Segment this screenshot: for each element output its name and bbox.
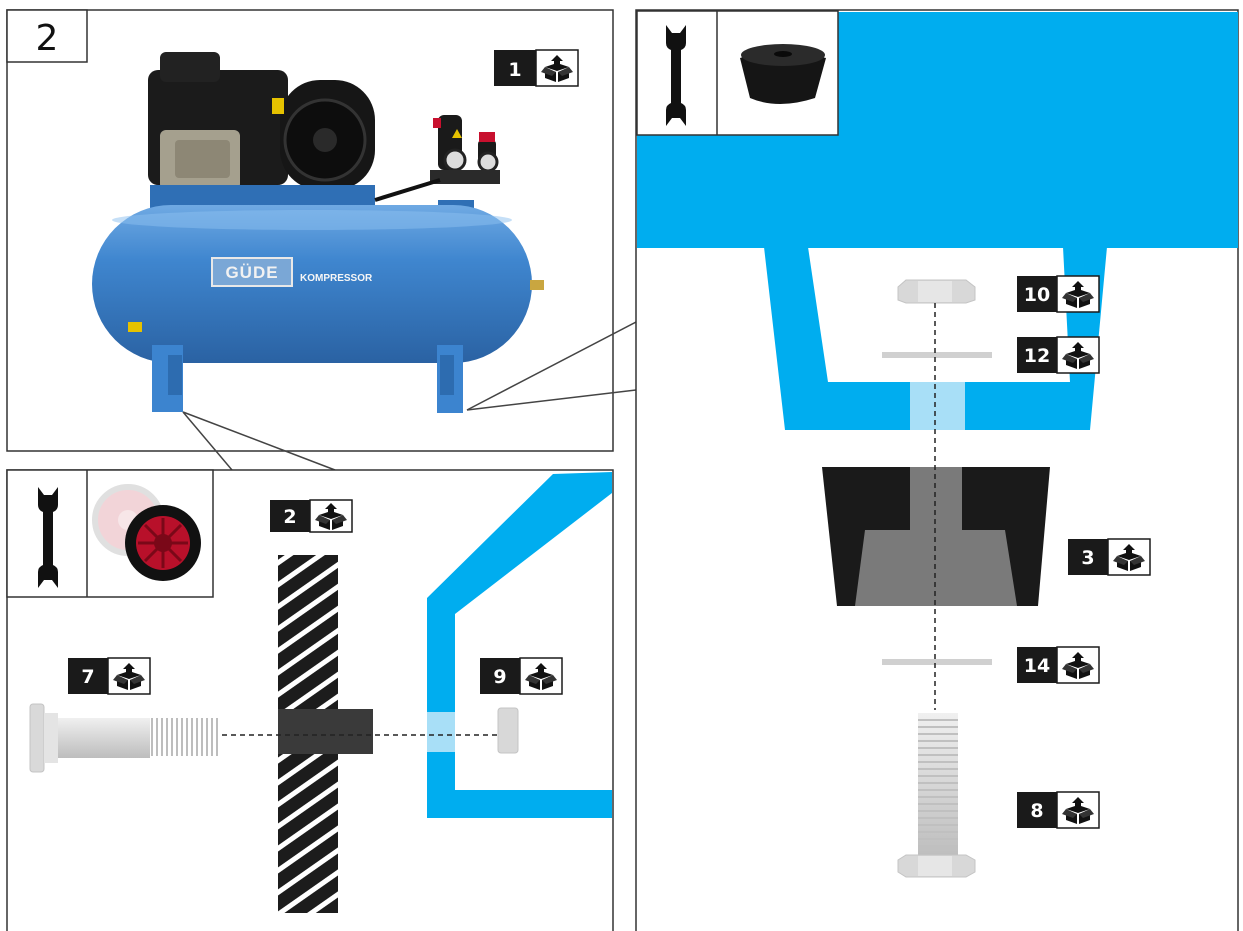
svg-text:2: 2 [283,506,296,528]
box-icon [525,663,557,690]
wrench-icon [666,25,686,126]
tank-foot-section [637,12,1238,430]
part-badge-compressor: 1 [494,49,579,87]
step-number: 2 [36,18,59,59]
box-icon [315,503,347,530]
wrench-icon [38,487,58,588]
svg-text:3: 3 [1081,547,1094,569]
lower-washer [882,659,992,665]
axle-nut [497,707,519,754]
foot-nut [897,279,976,304]
part-badge-upper-washer: 12 [1017,336,1100,374]
compressor-illustration: GÜDE KOMPRESSOR [92,52,544,413]
part-badge-wheel: 2 [270,499,353,533]
axle-bolt [29,703,218,773]
model-label: KOMPRESSOR [300,273,373,284]
compressor-panel: 2 [6,9,614,452]
rubber-foot-section [822,467,1050,606]
svg-text:7: 7 [81,666,94,688]
brand-label: GÜDE [225,263,278,282]
foot-bolt [897,713,976,878]
svg-text:14: 14 [1024,655,1050,677]
svg-text:10: 10 [1024,284,1050,306]
wheel-assembly-panel: 2 7 [6,469,614,931]
rubber-foot-icon [740,44,826,104]
part-badge-foot-bolt: 8 [1017,791,1100,829]
foot-frame-side [427,472,612,818]
svg-text:8: 8 [1030,800,1043,822]
box-icon [113,663,145,690]
box-icon [1113,544,1145,571]
svg-text:12: 12 [1024,345,1050,367]
part-badge-rubber-foot: 3 [1068,538,1151,576]
svg-text:9: 9 [493,666,506,688]
box-icon [1062,652,1094,679]
part-badge-axle-nut: 9 [480,657,563,695]
box-icon [1062,797,1094,824]
part-badge-foot-nut: 10 [1017,275,1100,313]
step-box [6,9,88,63]
wheel-icon [92,484,201,581]
part-badge-axle-bolt: 7 [68,657,151,695]
box-icon [1062,342,1094,369]
part-badge-lower-washer: 14 [1017,646,1100,684]
box-icon [541,55,573,82]
box-icon [1062,281,1094,308]
svg-text:1: 1 [508,59,521,81]
wheel-hub [278,709,373,754]
upper-washer [882,352,992,358]
foot-assembly-panel: 10 12 [635,9,1239,931]
